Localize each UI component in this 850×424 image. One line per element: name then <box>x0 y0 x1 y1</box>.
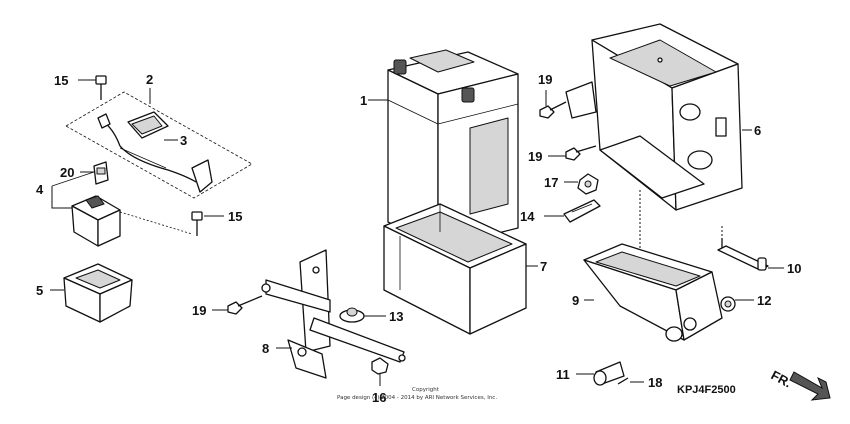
copyright-text: Page design (c) 2004 - 2014 by ARI Netwo… <box>337 395 497 401</box>
callout-5[interactable]: 5 <box>36 283 43 298</box>
leader-line <box>119 211 193 235</box>
callout-4[interactable]: 4 <box>36 182 44 197</box>
rod-part[interactable] <box>717 238 769 271</box>
callout-6[interactable]: 6 <box>754 123 761 138</box>
collar-part[interactable] <box>593 361 625 386</box>
callout-7[interactable]: 7 <box>540 259 547 274</box>
callout-9[interactable]: 9 <box>572 293 579 308</box>
front-marker-label: FR. <box>769 367 795 390</box>
leader-line <box>51 186 72 209</box>
battery-case-part[interactable] <box>383 203 527 335</box>
damper-part[interactable] <box>339 307 365 323</box>
callout-13[interactable]: 13 <box>389 309 403 324</box>
battery-part[interactable] <box>387 49 519 249</box>
callout-20[interactable]: 20 <box>60 165 74 180</box>
rubber-cover-part[interactable] <box>63 263 133 323</box>
relay-part[interactable] <box>71 195 121 247</box>
diagram-code: KPJ4F2500 <box>677 384 736 396</box>
callout-19-top[interactable]: 19 <box>538 72 552 87</box>
callout-3[interactable]: 3 <box>180 133 187 148</box>
bolt-part[interactable] <box>371 357 389 386</box>
callout-15-side[interactable]: 15 <box>228 209 242 224</box>
callout-11[interactable]: 11 <box>556 367 570 382</box>
callout-17[interactable]: 17 <box>544 175 558 190</box>
bracket-part[interactable] <box>261 249 406 379</box>
bolt-part[interactable] <box>191 211 203 236</box>
callout-14[interactable]: 14 <box>520 209 535 224</box>
callout-2[interactable]: 2 <box>146 72 153 87</box>
copyright-title: Copyright <box>412 387 440 393</box>
callout-8[interactable]: 8 <box>262 341 269 356</box>
bolt-part[interactable] <box>539 101 567 119</box>
battery-cover-part[interactable] <box>583 243 723 342</box>
nut-part[interactable] <box>577 173 599 195</box>
callout-16[interactable]: 16 <box>372 390 386 405</box>
bolt-part[interactable] <box>95 75 107 100</box>
front-arrow-icon <box>789 371 831 401</box>
fuse-part[interactable] <box>93 161 109 185</box>
callout-15-top[interactable]: 15 <box>54 73 68 88</box>
grommet-part[interactable] <box>720 296 736 312</box>
strap-part[interactable] <box>563 199 601 223</box>
battery-box-part[interactable] <box>565 23 743 211</box>
callout-1[interactable]: 1 <box>360 93 367 108</box>
callout-18[interactable]: 18 <box>648 375 662 390</box>
callout-19-middle[interactable]: 19 <box>528 149 542 164</box>
callout-10[interactable]: 10 <box>787 261 801 276</box>
callout-19-left[interactable]: 19 <box>192 303 206 318</box>
callout-12[interactable]: 12 <box>757 293 771 308</box>
harness-assembly-part[interactable] <box>65 91 253 199</box>
pin-part[interactable] <box>617 377 629 385</box>
bolt-part[interactable] <box>565 145 597 161</box>
leader-line <box>51 171 95 187</box>
bolt-part[interactable] <box>227 295 263 315</box>
